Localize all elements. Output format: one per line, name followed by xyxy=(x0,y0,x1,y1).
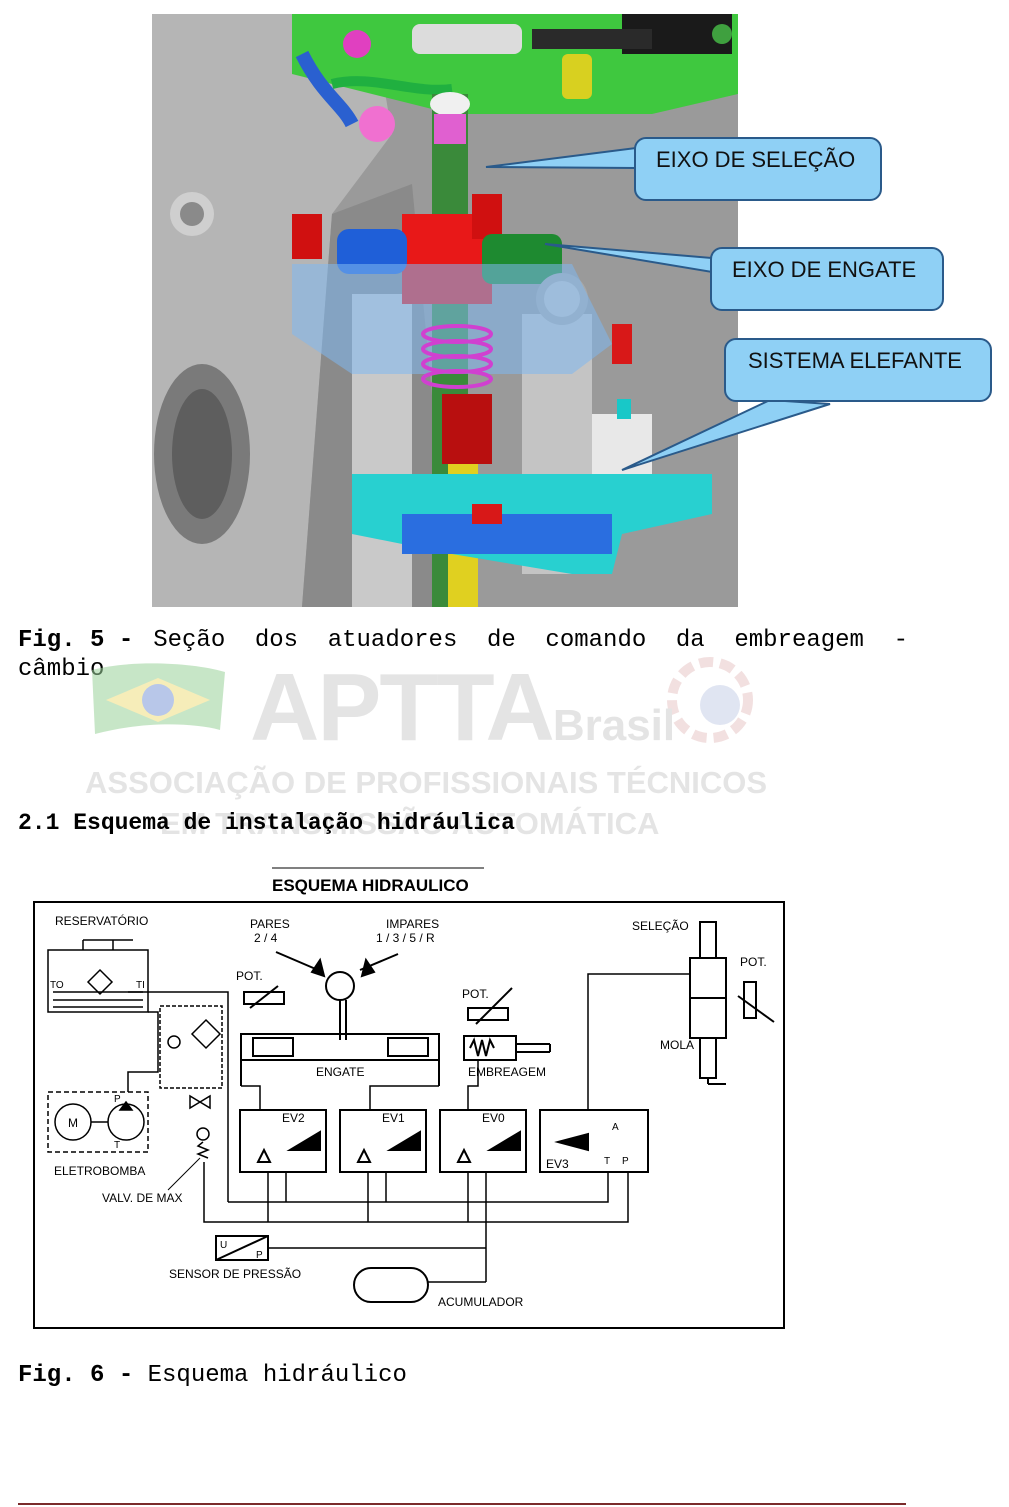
label-ev3: EV3 xyxy=(546,1157,569,1171)
hydraulic-schematic-svg: ESQUEMA HIDRAULICO RESERVATÓRIO TO TI xyxy=(33,867,785,1329)
callout-selection-axis: EIXO DE SELEÇÃO xyxy=(634,137,882,201)
filter-block xyxy=(159,1005,223,1089)
label-mola: MOLA xyxy=(660,1038,694,1052)
callout-selection-axis-label: EIXO DE SELEÇÃO xyxy=(656,147,856,172)
label-selection: SELEÇÃO xyxy=(632,919,689,933)
figure-5-image xyxy=(152,14,738,607)
label-ti: TI xyxy=(136,980,145,991)
label-sensor-u: U xyxy=(220,1240,227,1251)
watermark-line2: EM TRANSMISSÃO AUTOMÁTICA xyxy=(160,806,660,841)
brazil-flag-icon xyxy=(92,663,225,734)
engage-cylinder xyxy=(240,1033,440,1086)
label-embreagem: EMBREAGEM xyxy=(468,1065,546,1079)
figure-6-caption-text: Esquema hidráulico xyxy=(147,1362,407,1389)
aptta-watermark: APTTABrasil ASSOCIAÇÃO DE PROFISSIONAIS … xyxy=(80,650,820,845)
label-ev3-port-p: P xyxy=(622,1156,629,1167)
reservoir-symbol xyxy=(47,939,149,1013)
label-ev1: EV1 xyxy=(382,1111,405,1125)
watermark-brand-main: APTTA xyxy=(250,654,555,761)
clutch-actuator xyxy=(463,987,551,1061)
figure-5-caption-label: Fig. 5 - xyxy=(18,627,134,654)
accumulator-symbol xyxy=(353,1267,429,1303)
label-to: TO xyxy=(50,980,64,991)
label-reservoir: RESERVATÓRIO xyxy=(55,913,148,928)
watermark-brand: APTTABrasil xyxy=(250,660,675,774)
hydraulic-lines xyxy=(127,973,690,1283)
label-ev3-port-t: T xyxy=(604,1156,610,1167)
label-sensor: SENSOR DE PRESSÃO xyxy=(169,1267,301,1281)
callout-elephant-system: SISTEMA ELEFANTE xyxy=(724,338,992,402)
callout-engage-axis-label: EIXO DE ENGATE xyxy=(732,257,917,282)
label-impares: IMPARES xyxy=(386,917,439,931)
label-sensor-p: P xyxy=(256,1250,263,1261)
label-ev0: EV0 xyxy=(482,1111,505,1125)
label-pump-t: T xyxy=(114,1140,120,1151)
figure-6-caption-label: Fig. 6 - xyxy=(18,1362,134,1389)
pressure-sensor xyxy=(215,1235,269,1261)
callout-elephant-system-label: SISTEMA ELEFANTE xyxy=(748,348,962,373)
label-pot-mid: POT. xyxy=(462,987,489,1001)
figure-6-schematic: ESQUEMA HIDRAULICO RESERVATÓRIO TO TI xyxy=(28,862,792,1334)
watermark-line1: ASSOCIAÇÃO DE PROFISSIONAIS TÉCNICOS xyxy=(85,765,768,800)
label-impares-gears: 1 / 3 / 5 / R xyxy=(376,931,435,945)
engage-lever xyxy=(243,951,399,1040)
label-ev2: EV2 xyxy=(282,1111,305,1125)
label-pares-gears: 2 / 4 xyxy=(254,931,278,945)
label-acumulador: ACUMULADOR xyxy=(438,1295,524,1309)
label-ev3-port-a: A xyxy=(612,1122,619,1133)
section-heading: 2.1 Esquema de instalação hidráulica xyxy=(18,810,515,836)
label-pump-p: P xyxy=(114,1094,121,1105)
footer-rule xyxy=(18,1503,906,1505)
callout-engage-axis: EIXO DE ENGATE xyxy=(710,247,944,311)
watermark-brand-sub: Brasil xyxy=(552,701,676,750)
figure-6-caption: Fig. 6 - Esquema hidráulico xyxy=(18,1361,407,1390)
label-motor: M xyxy=(68,1116,78,1130)
selection-cylinder xyxy=(689,921,775,1085)
label-pot-right: POT. xyxy=(740,955,767,969)
label-engate: ENGATE xyxy=(316,1065,364,1079)
solenoid-valves xyxy=(239,1109,649,1173)
label-pot-left: POT. xyxy=(236,969,263,983)
label-eletrobomba: ELETROBOMBA xyxy=(54,1164,145,1178)
figure-5-caption-line2: câmbio xyxy=(18,656,105,683)
label-pares: PARES xyxy=(250,917,290,931)
figure-5-caption-line1: Seção dos atuadores de comando da embrea… xyxy=(153,627,908,654)
relief-valve xyxy=(189,1094,211,1159)
gear-logo-icon xyxy=(667,657,753,743)
actuator-render xyxy=(152,14,738,607)
label-valv-max: VALV. DE MAX xyxy=(102,1191,182,1205)
schematic-title: ESQUEMA HIDRAULICO xyxy=(272,876,469,895)
figure-5-caption: Fig. 5 - Seção dos atuadores de comando … xyxy=(18,626,908,684)
electro-pump xyxy=(47,1091,149,1153)
